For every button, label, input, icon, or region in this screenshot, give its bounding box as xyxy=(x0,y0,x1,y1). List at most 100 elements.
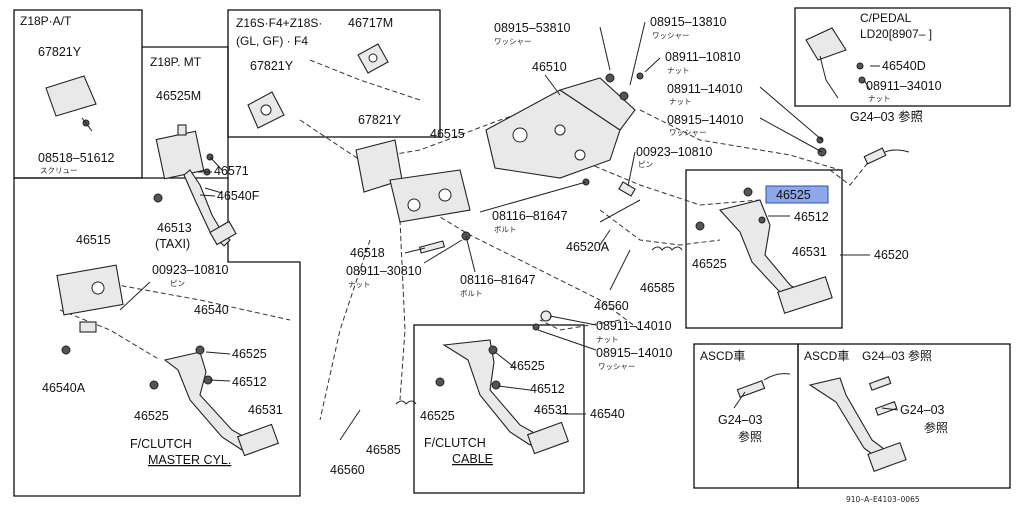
label-ascd-b: ASCD車 xyxy=(804,349,849,363)
part-label: 67821Y xyxy=(38,45,82,59)
stopper-icon xyxy=(153,193,163,203)
nut-icon xyxy=(636,72,644,80)
part-label: 46513 xyxy=(157,221,192,235)
left-bracket-icon xyxy=(56,264,124,316)
part-label-jp: スクリュー xyxy=(40,166,78,175)
box-cable-clutch xyxy=(413,324,585,494)
part-label-jp: ワッシャー xyxy=(598,362,636,371)
part-label: 46512 xyxy=(794,210,829,224)
part-label-jp: ワッシャー xyxy=(494,37,532,46)
part-label: 08911–14010 xyxy=(596,319,672,333)
inset-pedal-icon xyxy=(819,55,839,99)
label-g24-ref-top: G24–03 参照 xyxy=(850,109,923,124)
ascd-pedal-arm-icon xyxy=(808,377,889,461)
label-ascd-a: ASCD車 xyxy=(700,349,745,363)
label-g24-b2: G24–03 xyxy=(900,403,945,417)
label-z18p-mt: Z18P. MT xyxy=(150,55,202,69)
part-label: F/CLUTCH xyxy=(424,436,486,450)
part-label: 46512 xyxy=(530,382,565,396)
cable-clutch-pedal-arm-icon xyxy=(442,339,539,446)
pedal-bracket-top-icon xyxy=(558,77,636,131)
part-label: 46520A xyxy=(566,240,610,254)
part-label: 46540D xyxy=(882,59,926,73)
part-label-highlighted[interactable]: 46525 xyxy=(776,188,811,202)
part-label: 46515 xyxy=(430,127,465,141)
part-label: 67821Y xyxy=(358,113,402,127)
dash-line xyxy=(59,309,161,361)
bolt-icon xyxy=(339,409,361,441)
part-label: 08116–81647 xyxy=(492,209,568,223)
part-label: 46571 xyxy=(214,164,249,178)
label-c-pedal-1: C/PEDAL xyxy=(860,11,912,25)
clevis-icon xyxy=(79,321,97,333)
part-label-jp: ワッシャー xyxy=(652,31,690,40)
part-label: 46525 xyxy=(510,359,545,373)
washer-icon xyxy=(532,323,540,331)
part-label: 08911–14010 xyxy=(667,82,743,96)
nut-icon xyxy=(619,91,629,101)
box-c-pedal xyxy=(794,7,1011,107)
bushing-icon xyxy=(743,187,753,197)
part-label: 46525 xyxy=(692,257,727,271)
part-label: 46512 xyxy=(232,375,267,389)
bolt-icon xyxy=(418,240,446,254)
label-z16s-2: (GL, GF) · F4 xyxy=(236,34,308,48)
part-label: 46540F xyxy=(217,189,260,203)
dash-line xyxy=(539,319,621,331)
box-z16s xyxy=(227,9,441,138)
part-label: 08116–81647 xyxy=(460,273,536,287)
mt-pedal-pad-icon xyxy=(209,220,237,246)
switch-icon xyxy=(863,147,887,165)
label-g24-a-ref: 参照 xyxy=(738,429,762,444)
part-label: 08915–14010 xyxy=(596,346,673,360)
bolt-icon xyxy=(61,345,71,355)
part-label-jp: ピン xyxy=(638,160,653,169)
part-label: 67821Y xyxy=(250,59,294,73)
part-label: 08915–53810 xyxy=(494,21,571,35)
label-g24-a: G24–03 xyxy=(718,413,763,427)
part-label: 46540A xyxy=(42,381,86,395)
cable-clutch-pedal-pad-icon xyxy=(526,421,570,455)
part-label: F/CLUTCH xyxy=(130,437,192,451)
part-label: 46540 xyxy=(194,303,229,317)
part-label: 08518–51612 xyxy=(38,151,115,165)
label-g24-b2-ref: 参照 xyxy=(924,420,948,435)
part-label: 46525 xyxy=(134,409,169,423)
diagram-code: 910–A–E4103–0065 xyxy=(846,495,920,504)
part-label: 46525M xyxy=(156,89,201,103)
part-label-jp: ナット xyxy=(596,335,619,344)
ascd-switch-icon xyxy=(736,380,766,398)
pedal-pad-icon xyxy=(777,276,833,314)
highlight-46525[interactable] xyxy=(765,185,829,204)
part-label: MASTER CYL. xyxy=(148,453,231,467)
part-label: 46510 xyxy=(532,60,567,74)
dash-line xyxy=(419,204,641,331)
spring-icon xyxy=(395,400,417,405)
bolt-icon xyxy=(609,249,631,291)
part-label: 08911–30810 xyxy=(346,264,422,278)
part-label: (TAXI) xyxy=(155,237,190,251)
part-label-jp: ピン xyxy=(170,279,185,288)
part-label: 08915–13810 xyxy=(650,15,727,29)
dash-line xyxy=(579,159,761,206)
part-label: 08915–14010 xyxy=(667,113,744,127)
bushing-icon xyxy=(177,124,187,136)
part-label: 46531 xyxy=(792,245,827,259)
part-label-jp: ナット xyxy=(868,94,891,103)
part-label: 46531 xyxy=(534,403,569,417)
part-label: 46531 xyxy=(248,403,283,417)
dash-line xyxy=(309,59,421,101)
part-label: 46560 xyxy=(330,463,365,477)
part-label: 46518 xyxy=(350,246,385,260)
bracket-46515-icon xyxy=(389,169,471,223)
part-label-jp: ナット xyxy=(667,66,690,75)
part-label: 08911–34010 xyxy=(866,79,942,93)
part-label: 46585 xyxy=(366,443,401,457)
dash-line xyxy=(399,219,406,401)
washer-icon xyxy=(605,73,615,83)
part-label-jp: ボルト xyxy=(460,289,483,298)
clutch-pedal-arm-icon xyxy=(163,351,251,451)
dash-line xyxy=(639,109,841,171)
